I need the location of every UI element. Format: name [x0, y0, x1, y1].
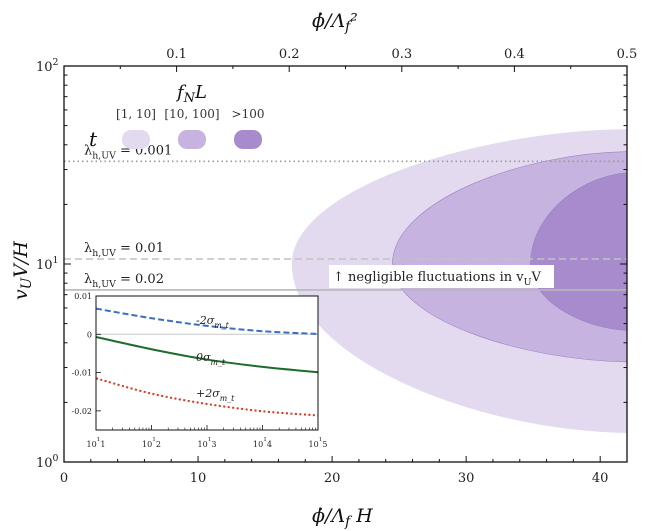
inset-y-tick-label: 0.01 [74, 292, 92, 301]
inset-x-tick-label: 1013 [198, 437, 217, 449]
legend-label-1: [1, 10] [116, 107, 156, 121]
legend-swatch-2 [178, 130, 206, 149]
legend-swatch-3 [234, 130, 262, 149]
reference-line-label-2: λh,UV = 0.01 [84, 241, 164, 259]
x-tick-label: 10 [190, 471, 207, 486]
inset-x-tick-label: 1011 [87, 437, 106, 449]
top-x-tick-label: 0.3 [391, 47, 412, 62]
legend-label-3: >100 [232, 107, 265, 121]
top-x-tick-label: 0.4 [504, 47, 525, 62]
inset-y-tick-label: -0.02 [71, 407, 92, 416]
x-tick-label: 0 [60, 471, 68, 486]
legend-swatch-1 [122, 130, 150, 149]
inset-y-tick-label: 0 [87, 330, 92, 339]
y-tick-label: 102 [36, 57, 59, 75]
reference-lines [64, 160, 627, 291]
top-x-axis-title: ϕ̇/Λf² [312, 10, 358, 35]
annotation-box [329, 265, 554, 288]
inset-background [96, 296, 318, 430]
inset-x-tick-label: 1014 [253, 437, 272, 449]
inset-series-label-3: +2σm_t [196, 387, 235, 403]
top-x-tick-label: 0.1 [166, 47, 187, 62]
y-axis-title: vUV/H [10, 241, 35, 300]
inset-lines [96, 307, 318, 417]
annotation-text: ↑ negligible fluctuations in vUV [333, 270, 541, 288]
x-tick-label: 20 [324, 471, 341, 486]
inset-chart: 1011 1012 1013 1014 1015 0.01 0 -0.01 -0.02 -2σm… [71, 292, 327, 449]
fnl-regions [291, 129, 627, 433]
inset-x-tick-label: 1012 [142, 437, 161, 449]
inset-x-tick-label: 1015 [309, 437, 328, 449]
legend-row-label: t [89, 127, 98, 151]
inset-series-3 [96, 377, 318, 417]
x-tick-label: 30 [458, 471, 475, 486]
inset-series-2 [96, 335, 318, 374]
axis-ticks: 0 10 20 30 40 100 101 102 0.1 0.2 0.3 0.4 0.5 [36, 47, 637, 486]
reference-line-label-3: λh,UV = 0.02 [84, 272, 164, 290]
inset-series-label-1: -2σm_t [196, 314, 230, 330]
top-x-tick-label: 0.5 [617, 47, 638, 62]
inset-ticks: 1011 1012 1013 1014 1015 0.01 0 -0.01 -0.02 [71, 292, 327, 449]
legend-label-2: [10, 100] [164, 107, 219, 121]
x-tick-label: 40 [592, 471, 609, 486]
y-tick-label: 100 [36, 453, 59, 471]
inset-y-tick-label: -0.01 [71, 369, 92, 378]
inset-series-1 [96, 307, 318, 335]
y-tick-label: 101 [36, 255, 59, 273]
x-axis-title: ϕ̇/Λf H [312, 505, 373, 530]
legend-title: fNL [175, 82, 207, 106]
top-x-tick-label: 0.2 [279, 47, 300, 62]
legend: fNL t [1, 10] [10, 100] >100 [89, 82, 264, 151]
inset-series-label-2: 0σm_t [196, 351, 226, 367]
